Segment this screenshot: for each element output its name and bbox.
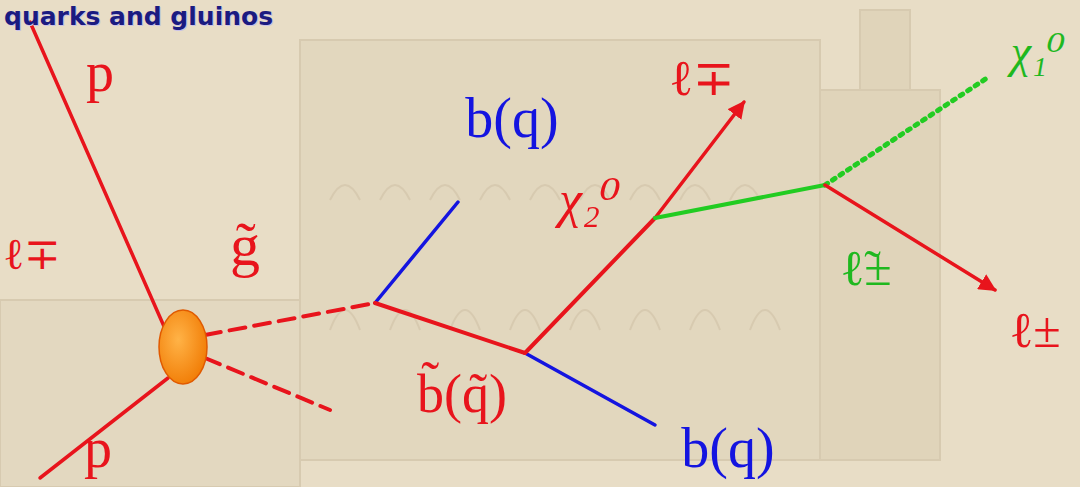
particle-label: χ₁⁰ — [1011, 29, 1066, 75]
particle-label: b̃(q̃) — [417, 367, 507, 421]
quark-line — [525, 353, 655, 425]
slepton-line — [655, 185, 825, 218]
particle-label: ℓ̃± — [840, 243, 891, 293]
particle-lines — [30, 22, 995, 478]
particle-label: χ₂⁰ — [559, 174, 621, 226]
particle-label: p — [84, 420, 112, 476]
lepton-arrow — [655, 102, 744, 218]
particle-label: g̃ — [230, 215, 260, 275]
squark-line — [375, 303, 525, 353]
neutralino-line — [525, 218, 655, 353]
particle-label: b(q) — [681, 420, 774, 476]
quark-line — [375, 202, 458, 303]
collision-blob — [159, 310, 207, 384]
proton-line — [40, 378, 168, 478]
lsp-line — [825, 76, 990, 185]
particle-label: b(q) — [465, 90, 558, 146]
slide-title: quarks and gluinos — [4, 2, 273, 31]
sparticle-line — [205, 358, 330, 410]
particle-label: ℓ± — [1009, 305, 1060, 355]
gluino-line — [205, 303, 375, 335]
particle-label: ℓ∓ — [669, 53, 735, 103]
faded-building-backdrop — [0, 10, 940, 487]
proton-line — [30, 22, 170, 340]
particle-label: p — [86, 44, 114, 100]
particle-label: ℓ∓ — [3, 233, 61, 277]
